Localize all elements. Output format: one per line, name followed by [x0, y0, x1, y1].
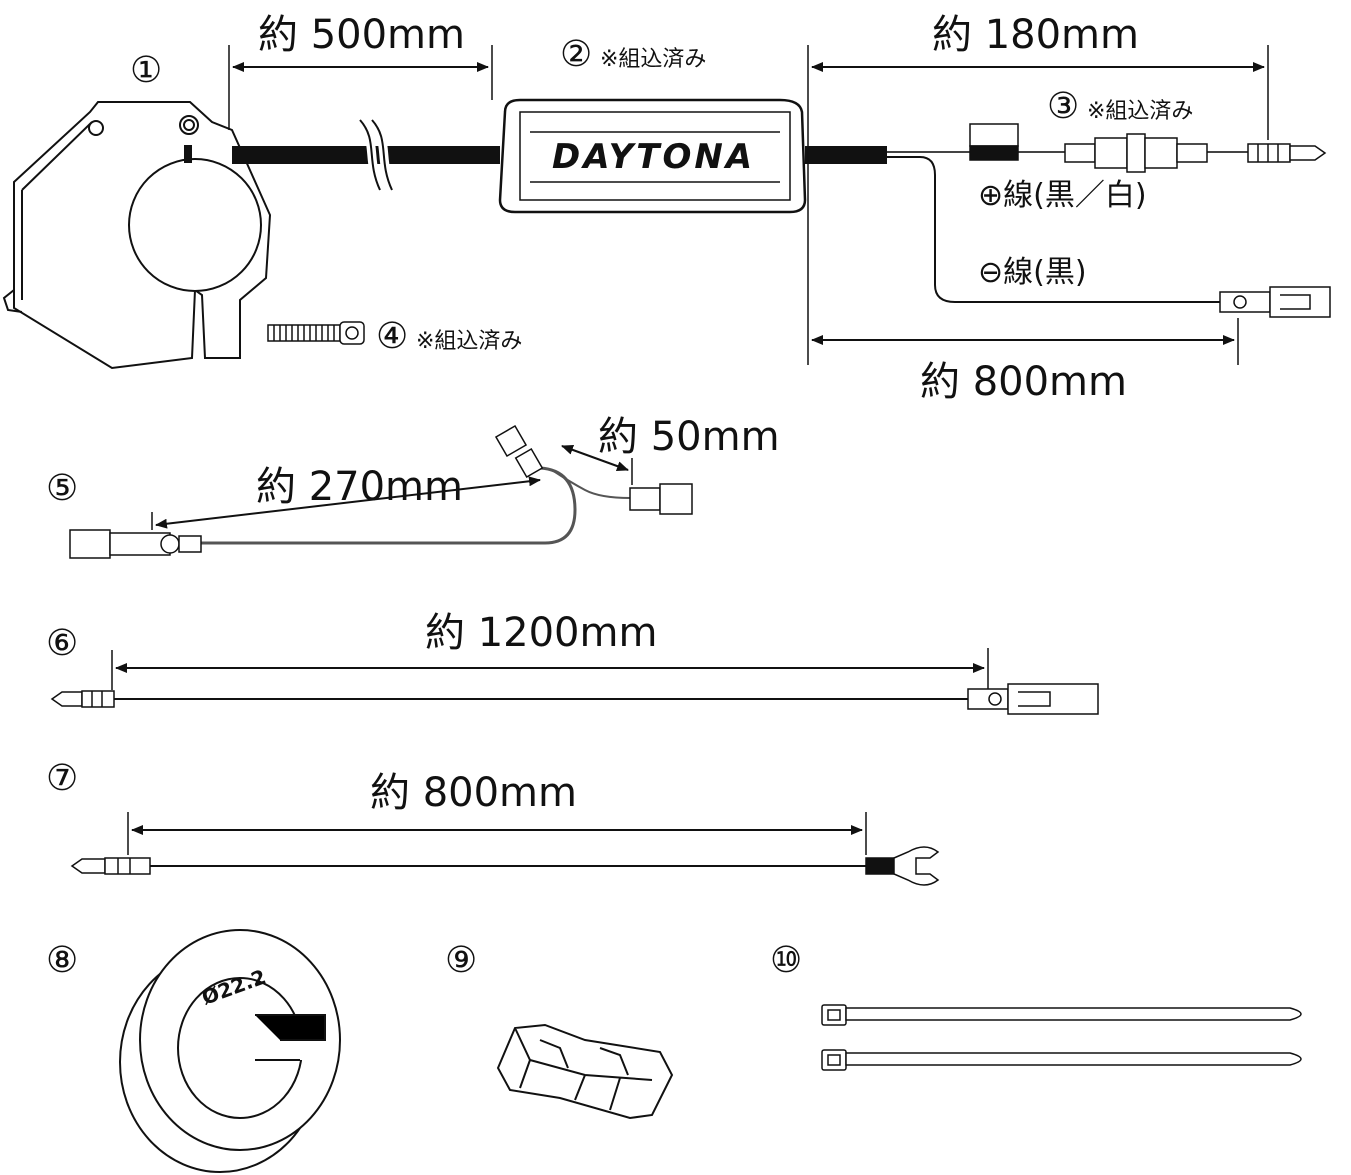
fuse-holder [969, 123, 1208, 173]
module-cable [805, 146, 887, 164]
splice-connector [496, 1023, 674, 1120]
cable6-terminals [50, 683, 1099, 715]
dim-label-270: 約 270mm [256, 464, 463, 510]
branch-harness [69, 424, 693, 559]
dim-arrow-50 [561, 445, 629, 471]
part-4-note: ※組込済み [416, 329, 522, 354]
part-5-number: ⑤ [46, 468, 78, 509]
dim-label-800-bottom: 約 800mm [370, 770, 577, 816]
part-4-number: ④ [376, 316, 408, 357]
bolt [267, 321, 365, 345]
part-2-number: ② [560, 34, 592, 75]
cable-ties [821, 1004, 1302, 1071]
part-2-note: ※組込済み [600, 47, 706, 72]
part-9-number: ⑨ [445, 940, 477, 981]
daytona-logo: DAYTONA [552, 137, 755, 177]
dim-label-180: 約 180mm [932, 12, 1139, 58]
part-6-number: ⑥ [46, 623, 78, 664]
cable7-terminals [70, 846, 940, 886]
minus-wire-label: ⊖線(黒) [978, 255, 1087, 290]
part-3-note: ※組込済み [1087, 99, 1193, 124]
minus-terminal [1219, 286, 1331, 318]
control-module: DAYTONA [498, 98, 807, 214]
dim-label-800-top: 約 800mm [920, 359, 1127, 405]
dim-label-1200: 約 1200mm [425, 610, 657, 656]
part-8-number: ⑧ [46, 940, 78, 981]
main-cable [232, 146, 500, 164]
part-7-number: ⑦ [46, 758, 78, 799]
part-1-number: ① [130, 50, 162, 91]
dim-label-500: 約 500mm [258, 12, 465, 58]
part-10-number: ⑩ [770, 940, 802, 981]
dim-label-50: 約 50mm [598, 414, 780, 460]
plus-terminal [1247, 143, 1327, 163]
handlebar-clamp [2, 101, 272, 370]
spacer-ring: Ø22.2 [119, 929, 341, 1173]
minus-wire [887, 156, 1220, 303]
part-3-number: ③ [1047, 86, 1079, 127]
dim-arrow-270 [155, 476, 541, 529]
plus-wire-label: ⊕線(黒／白) [978, 178, 1147, 213]
